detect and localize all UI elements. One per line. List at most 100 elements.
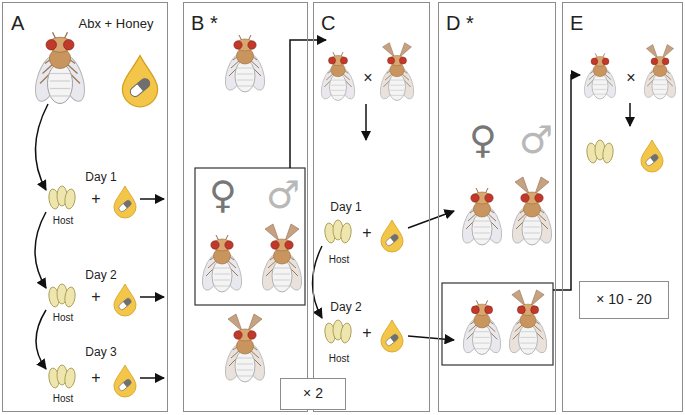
feathery-antenna <box>515 177 529 194</box>
eye <box>271 241 279 249</box>
abdomen-stripe <box>237 376 253 377</box>
capsule-half <box>390 333 399 342</box>
abdomen <box>212 260 232 292</box>
antibiotic-capsule <box>118 378 133 392</box>
host-eggs <box>48 284 77 308</box>
eye <box>591 58 598 65</box>
eye <box>234 41 242 49</box>
figure-panel: D *♀♂ <box>438 2 556 412</box>
eye <box>328 57 335 64</box>
antibiotic-capsule <box>645 153 660 167</box>
male-fly <box>506 290 551 355</box>
egg <box>64 286 77 307</box>
panel-text: Host <box>53 215 74 226</box>
abdomen <box>519 324 538 354</box>
drop <box>114 284 136 316</box>
abdomen-stripe <box>594 89 607 90</box>
abdomen-stripe <box>237 80 253 81</box>
abdomen-stripe <box>274 286 290 287</box>
arrow <box>365 104 367 140</box>
panel-text: Host <box>329 254 350 265</box>
panel-text: + <box>91 369 100 387</box>
capsule-half <box>645 153 660 167</box>
eye <box>531 306 539 314</box>
abdomen-stripe <box>654 84 667 85</box>
capsule-half <box>123 297 132 306</box>
eye <box>521 194 529 202</box>
abdomen-stripe <box>524 233 540 234</box>
abdomen-stripe <box>331 95 345 96</box>
abdomen-stripe <box>520 343 535 344</box>
capsule-half <box>650 153 659 162</box>
abdomen <box>235 60 255 92</box>
abdomen <box>330 73 347 100</box>
arrow <box>140 296 164 298</box>
female-fly <box>459 188 506 246</box>
capsule-half <box>118 297 133 311</box>
abdomen-stripe <box>237 74 253 75</box>
panel-text: Day 1 <box>85 171 116 184</box>
abdomen-stripe <box>524 221 540 222</box>
abdomen-stripe <box>654 89 667 90</box>
panel-text: Host <box>329 353 350 364</box>
abdomen-stripe <box>390 90 404 91</box>
capsule-half <box>123 199 132 208</box>
abdomen-stripe <box>237 370 253 371</box>
egg <box>602 142 615 163</box>
panel-text: Host <box>53 393 74 404</box>
honey-drop <box>114 365 136 397</box>
arrow <box>553 75 580 290</box>
antibiotic-capsule <box>118 297 133 311</box>
repeat-label: × 10 - 20 <box>596 292 652 307</box>
abdomen-stripe <box>331 80 345 81</box>
abdomen-stripe <box>331 90 345 91</box>
panel-text: Host <box>53 312 74 323</box>
honey-drop <box>381 320 403 352</box>
male-fly <box>377 43 417 101</box>
drop <box>641 140 663 172</box>
figure-panel: AAbx + HoneyDay 1Host+Day 2Host+Day 3Hos… <box>2 2 168 412</box>
repeat-box: × 2 <box>280 378 346 410</box>
abdomen-stripe <box>594 94 607 95</box>
eye <box>248 41 256 49</box>
antibiotic-capsule <box>128 77 151 99</box>
figure-panel: C×Day 1Host+Day 2Host+ <box>313 2 430 412</box>
host-eggs <box>324 320 353 344</box>
arrow <box>35 104 48 190</box>
abdomen-stripe <box>474 331 489 332</box>
honey-drop <box>114 186 136 218</box>
capsule-half <box>385 333 400 347</box>
arrow <box>408 211 454 228</box>
abdomen-stripe <box>50 73 70 74</box>
panel-text: ♀ <box>209 175 237 217</box>
abdomen-stripe <box>520 348 535 349</box>
arrow <box>629 103 631 126</box>
panel-letter: B * <box>191 12 218 34</box>
eye <box>517 306 525 314</box>
abdomen-stripe <box>654 94 667 95</box>
female-fly <box>222 35 269 93</box>
abdomen-stripe <box>214 274 230 275</box>
abdomen <box>522 213 542 245</box>
abdomen-stripe <box>390 85 404 86</box>
drop <box>122 56 157 107</box>
male-fly <box>259 224 306 293</box>
abdomen-stripe <box>474 227 490 228</box>
panel-text: × <box>626 69 635 87</box>
eye <box>535 194 543 202</box>
feathery-antenna <box>535 177 549 194</box>
host-eggs <box>48 186 77 210</box>
drop <box>381 320 403 352</box>
panel-text: Day 2 <box>85 269 116 282</box>
capsule-half <box>390 233 399 242</box>
abdomen-stripe <box>474 337 489 338</box>
honey-drop <box>122 56 157 107</box>
abdomen-stripe <box>524 227 540 228</box>
panel-text: ♀ <box>469 120 497 162</box>
arrow <box>408 336 454 340</box>
panel-text: ♂ <box>266 175 300 217</box>
arrow <box>140 377 164 379</box>
abdomen-stripe <box>524 239 540 240</box>
host-eggs <box>586 140 615 164</box>
